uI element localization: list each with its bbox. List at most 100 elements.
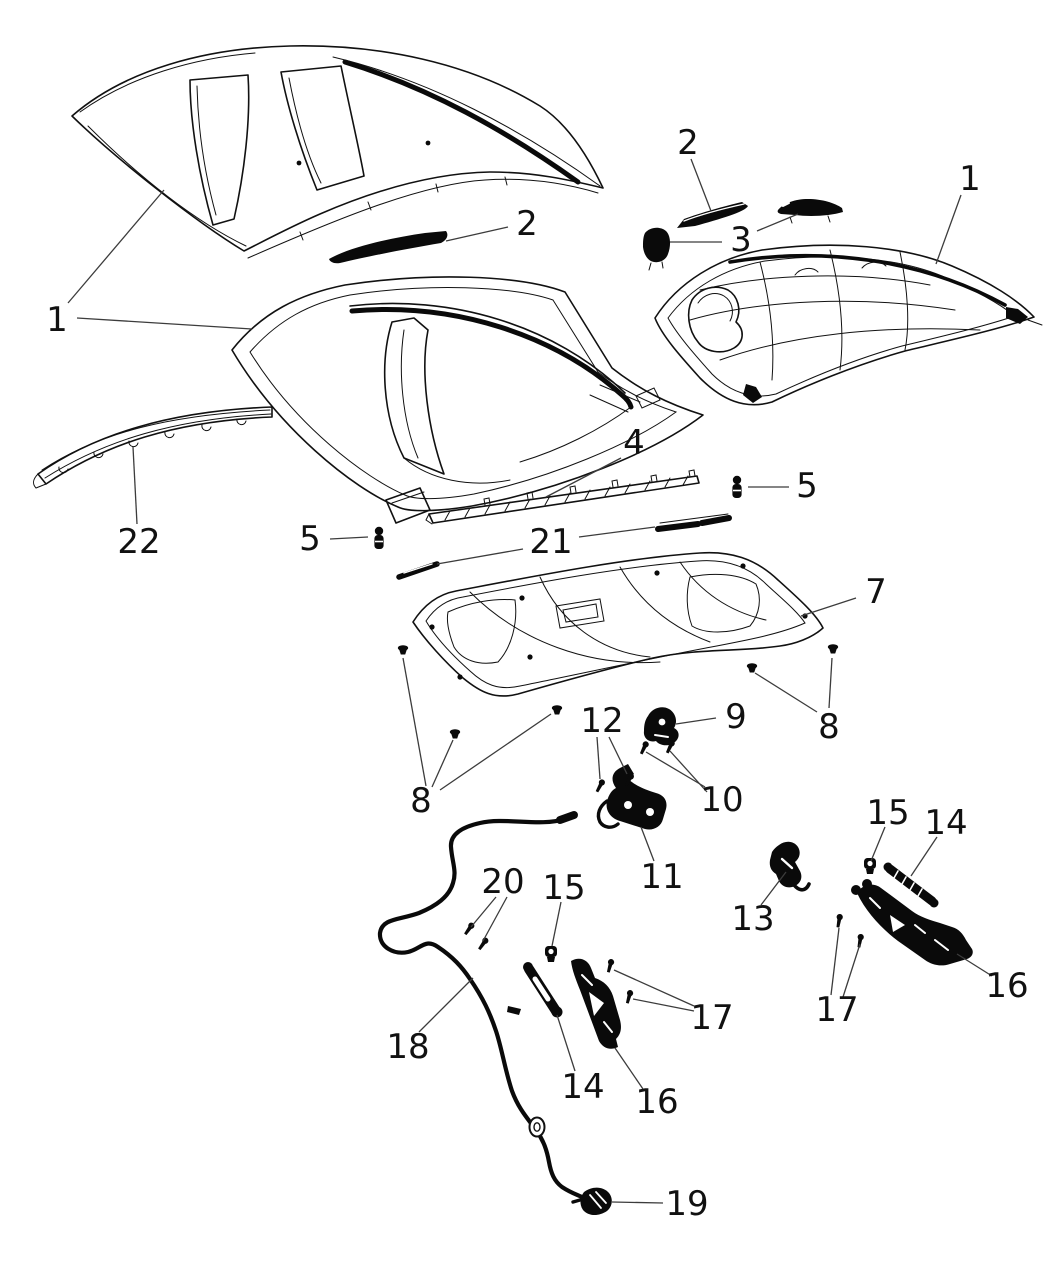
callout-15-right: 15 [866,793,909,833]
bumper-strip-pair [396,513,732,580]
callout-10: 10 [700,780,743,820]
leader-line-19 [611,1201,664,1204]
leader-line-21 [578,526,656,538]
leader-line-14-right [910,836,938,877]
callout-17-right: 17 [815,990,858,1030]
hood-corner-flap [385,487,431,524]
callout-1-left: 1 [46,300,68,340]
leader-line-10 [645,751,706,788]
molding-strip-right [677,202,748,228]
cable-screw [476,936,490,952]
leader-line-8-left [439,713,552,791]
pad-clip [449,729,461,739]
leader-line-17-left [632,998,695,1012]
hood-bracket [769,841,811,892]
leader-line-8-right [754,672,818,713]
callout-18: 18 [386,1027,429,1067]
leader-line-16-right [956,953,993,977]
callout-14-right: 14 [924,803,967,843]
callout-17-left: 17 [690,998,733,1038]
leader-line-21 [436,548,524,565]
callout-9: 9 [725,697,747,737]
latch-bolt [594,778,607,794]
leader-line-7 [800,597,857,617]
leader-line-1-left [76,317,253,330]
leader-line-22 [132,446,138,525]
corner-cap-right [777,199,843,224]
leader-line-2-left [445,226,509,242]
callout-3: 3 [730,220,752,260]
callout-7: 7 [865,572,887,612]
pad-clip [827,644,839,654]
corner-cap-left [643,227,671,271]
callout-5-right: 5 [796,466,818,506]
callout-2-right: 2 [677,123,699,163]
callout-22: 22 [117,522,160,562]
pad-clip [397,645,409,655]
hood-latch [596,764,667,830]
hinge-screw-right [834,913,844,928]
leader-line-17-right [842,943,861,998]
cable-clip [507,1006,521,1015]
hood-panel-middle-view [231,276,704,524]
hood-silencer-pad [412,551,824,697]
hood-vent-opening-right [280,65,365,191]
cable-grommet [528,1116,546,1138]
hood-hinge-left [571,958,621,1049]
underhood-scoop-duct [687,286,743,353]
hinge-screw-left [624,989,634,1005]
leader-line-8-right [828,657,833,709]
leader-line-20 [482,896,508,942]
hinge-screw-left [605,958,615,974]
leader-line-1-right [935,194,962,265]
callout-12: 12 [580,701,623,741]
leader-line-15-left [551,901,562,947]
leader-line-9 [675,717,717,725]
leader-line-17-right [830,927,840,996]
hood-clip-right [731,474,743,499]
pad-clip [746,663,758,673]
callout-16-left: 16 [635,1082,678,1122]
callout-15-left: 15 [542,868,585,908]
callout-19: 19 [665,1184,708,1224]
leader-line-17-left [613,969,695,1007]
callout-21: 21 [529,522,572,562]
callout-8-left: 8 [410,781,432,821]
hood-clip-left [373,525,385,550]
leader-line-14-left [556,1014,576,1072]
callout-11: 11 [640,857,683,897]
hinge-nut-left [545,946,557,962]
callout-1-right: 1 [959,159,981,199]
leader-line-4 [545,457,622,498]
leader-line-16-left [614,1047,644,1090]
hood-panel-underside-view [654,244,1043,406]
hood-vent-opening-left [189,74,250,226]
leader-line-18 [418,977,474,1033]
gas-strut-right [883,862,939,908]
leader-line-12 [608,736,628,775]
callout-14-left: 14 [561,1067,604,1107]
blackout-strip-left [329,231,448,264]
leader-line-11 [640,826,655,862]
pad-clip [551,705,563,715]
hood-safety-catch [643,707,679,746]
hood-hinge-right [851,879,973,966]
callout-4: 4 [623,423,645,463]
leader-line-12 [596,736,601,780]
front-edge-molding [33,406,273,489]
callout-16-right: 16 [985,966,1028,1006]
cowl-seal-strip [425,469,700,525]
hinge-nut-right [864,858,876,874]
callout-2-left: 2 [516,204,538,244]
leader-line-3 [756,213,799,232]
leader-line-1-left [67,189,165,304]
callout-5-left: 5 [299,519,321,559]
leader-line-5-left [329,536,369,540]
release-handle [571,1187,612,1216]
leader-line-20 [470,896,497,928]
callout-13: 13 [731,899,774,939]
leader-line-8-left [431,739,454,788]
